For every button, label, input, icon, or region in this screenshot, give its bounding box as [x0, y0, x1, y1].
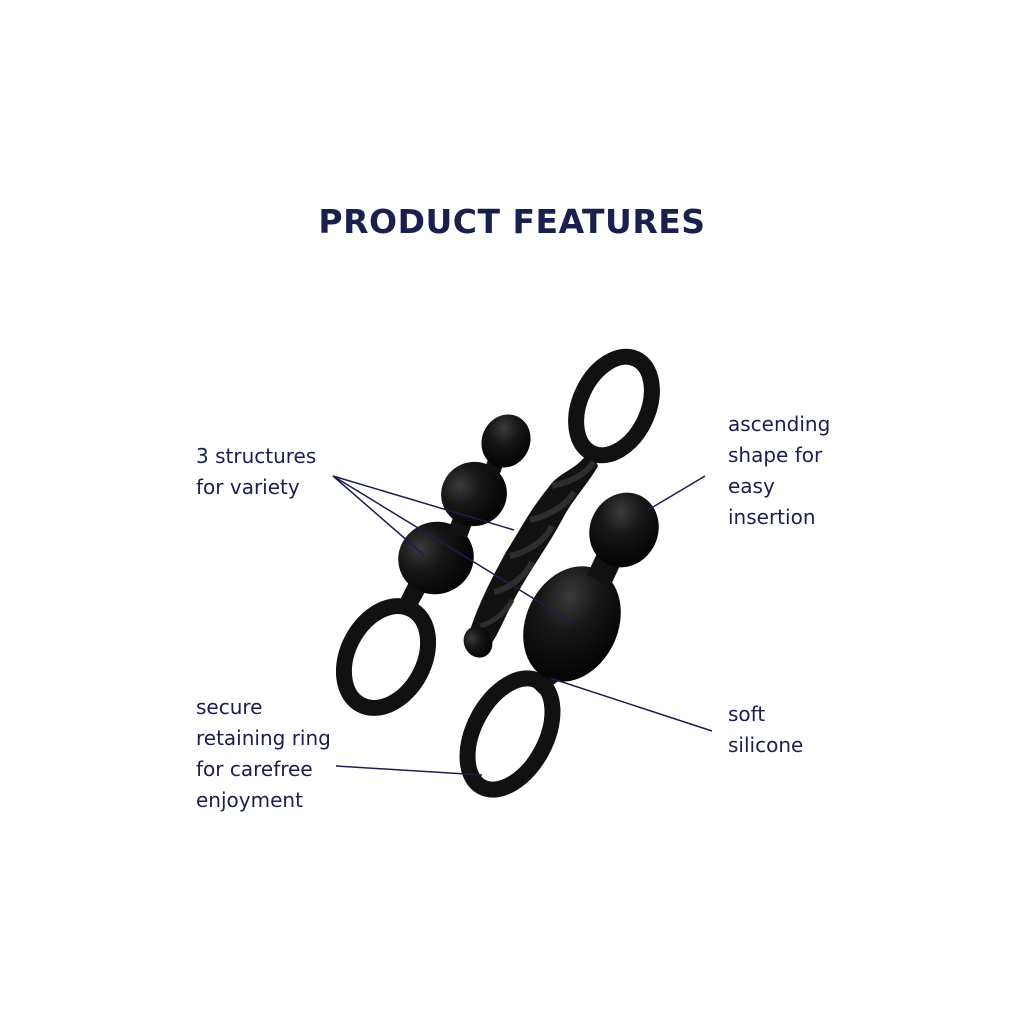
bulb-plug [459, 492, 659, 798]
leader-line-structures-1 [332, 475, 515, 531]
feature-text-line: soft [728, 702, 766, 726]
leader-line-structures-2 [332, 475, 426, 557]
feature-text-line: silicone [728, 733, 804, 757]
leader-line-structures-3 [332, 475, 573, 623]
leader-line-ring [335, 765, 483, 776]
feature-text-line: enjoyment [196, 788, 303, 812]
leader-line-ascending [647, 475, 706, 511]
feature-text-line: 3 structures [196, 444, 317, 468]
feature-text-line: insertion [728, 505, 816, 529]
leader-lines [332, 475, 713, 776]
page-title: PRODUCT FEATURES [318, 202, 706, 241]
feature-text-line: easy [728, 474, 775, 498]
feature-text-line: retaining ring [196, 726, 331, 750]
feature-label-silicone: soft silicone [728, 699, 803, 761]
feature-text-line: secure [196, 695, 263, 719]
feature-text-line: for carefree [196, 757, 313, 781]
beaded-plug [335, 414, 531, 716]
feature-text-line: shape for [728, 443, 823, 467]
feature-text-line: ascending [728, 412, 831, 436]
feature-text-line: for variety [196, 475, 300, 499]
feature-label-ring: secure retaining ring for carefree enjoy… [196, 692, 331, 816]
twisted-plug [463, 348, 660, 658]
beaded-plug-ring [335, 598, 437, 716]
twisted-plug-ring [568, 348, 660, 464]
feature-label-ascending: ascending shape for easy insertion [728, 409, 830, 533]
leader-line-silicone [549, 677, 713, 732]
feature-label-structures: 3 structures for variety [196, 441, 316, 503]
